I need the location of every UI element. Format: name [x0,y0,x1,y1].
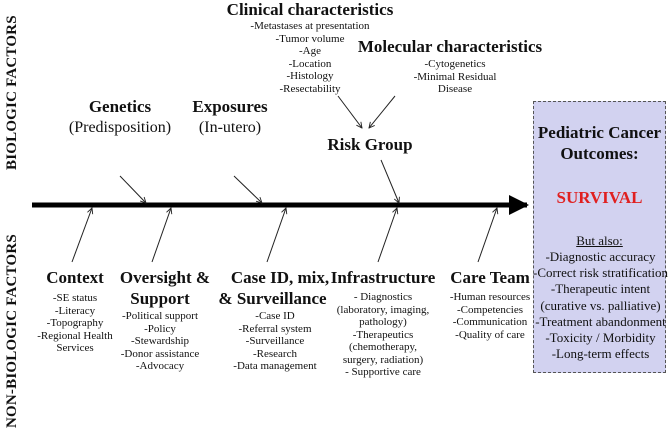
oversight-item: -Stewardship [130,335,190,347]
clinical-to-risk-arrow [337,95,362,128]
context-item: -Literacy [54,304,96,317]
clinical-list: -Metastases at presentation -Tumor volum… [230,20,390,95]
case-id-list: -Case ID -Referral system -Surveillance … [220,310,330,373]
oversight-title-line2: Support [130,289,190,308]
context-item: -SE status [52,292,98,304]
risk-group-title: Risk Group [327,135,413,154]
outcome-title-line1: Pediatric Cancer [537,123,662,142]
context-item: -Regional Health [37,329,113,342]
exposures-subtitle: (In-utero) [198,119,262,136]
infrastructure-arrow [377,208,397,263]
molecular-list: -Cytogenetics -Minimal Residual Disease [395,58,515,96]
oversight-item: -Donor assistance [120,347,200,360]
care-team-arrow [477,208,497,263]
case-id-arrow [266,208,286,263]
clinical-item: -Tumor volume [275,32,345,45]
oversight-item: -Political support [121,310,199,322]
genetics-subtitle: (Predisposition) [68,119,172,136]
care-team-item: -Human resources [449,291,531,303]
case-id-item: -Case ID [255,310,295,322]
clinical-title: Clinical characteristics [226,0,394,19]
survival-headline: SURVIVAL [556,188,643,207]
infrastructure-item: - Diagnostics [353,291,413,303]
outcome-item: -Therapeutic intent [550,281,651,297]
context-item: -Topography [46,317,104,329]
care-team-title: Care Team [450,268,530,287]
case-id-item: -Research [253,347,297,360]
case-id-title-line1: Case ID, mix, [230,268,330,287]
infrastructure-item: - Supportive care [345,366,421,378]
oversight-list: -Political support -Policy -Stewardship … [105,310,215,373]
outcome-item: -Correct risk stratification [532,265,668,281]
infrastructure-title: Infrastructure [330,268,436,287]
context-title: Context [46,268,104,287]
context-arrow [71,208,92,263]
clinical-item: -Histology [286,70,334,82]
outcome-box: Pediatric Cancer Outcomes: SURVIVAL But … [532,101,669,373]
molecular-item: Disease [437,83,473,95]
outcome-item: -Long-term effects [551,346,650,362]
genetics-arrow [119,175,146,203]
infrastructure-item: pathology) [359,316,407,328]
case-id-title-line2: & Surveillance [218,289,327,308]
outcome-item: -Diagnostic accuracy [545,249,656,264]
oversight-item: -Advocacy [135,360,185,372]
molecular-item: -Minimal Residual [413,70,497,83]
risk-group-arrow [380,159,399,203]
oversight-title-line1: Oversight & [119,268,211,287]
molecular-item: -Cytogenetics [424,58,486,70]
clinical-item: -Resectability [279,82,341,95]
outcome-title: Pediatric Cancer Outcomes: [534,122,665,164]
but-also-label: But also: [576,233,623,248]
outcome-list: -Diagnostic accuracy -Correct risk strat… [532,249,669,362]
case-id-item: -Referral system [238,322,312,335]
molecular-title: Molecular characteristics [357,37,543,56]
infrastructure-item: (chemotherapy, [348,341,417,353]
infrastructure-item: surgery, radiation) [342,353,424,366]
clinical-item: -Location [288,57,332,70]
clinical-item: -Age [299,45,321,57]
clinical-item: -Metastases at presentation [250,20,370,32]
outcome-item: -Treatment abandonment [535,313,666,329]
context-item: Services [56,342,94,354]
outcome-item: -Toxicity / Morbidity [545,330,656,346]
infrastructure-item: (laboratory, imaging, [336,303,430,316]
oversight-item: -Policy [144,322,176,335]
exposures-arrow [233,175,262,203]
case-id-item: -Data management [233,360,317,372]
molecular-to-risk-arrow [369,95,396,128]
infrastructure-item: -Therapeutics [352,328,414,341]
context-list: -SE status -Literacy -Topography -Region… [20,292,130,355]
exposures-title: Exposures [192,97,268,116]
infrastructure-list: - Diagnostics (laboratory, imaging, path… [328,291,438,379]
care-team-item: -Quality of care [455,328,525,341]
care-team-item: -Competencies [457,303,523,316]
outcome-title-line2: Outcomes: [560,144,639,163]
care-team-item: -Communication [452,316,528,328]
outcome-item: (curative vs. palliative) [540,297,661,313]
oversight-arrow [151,208,171,263]
genetics-title: Genetics [88,97,152,116]
care-team-list: -Human resources -Competencies -Communic… [440,291,540,341]
case-id-item: -Surveillance [245,335,305,347]
